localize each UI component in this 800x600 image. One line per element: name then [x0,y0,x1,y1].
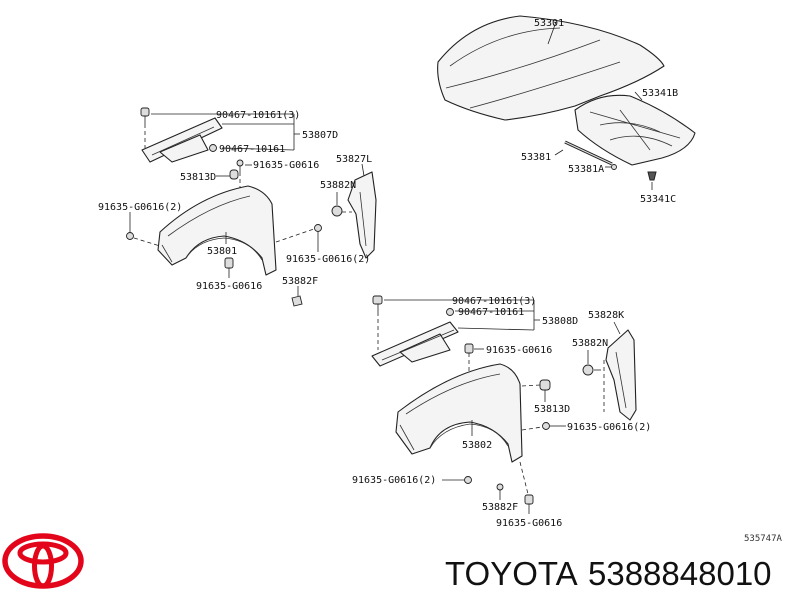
bolts-left-right [314,224,322,252]
clip-right-top [372,295,383,312]
fender-left [157,185,277,276]
fender-seal-right [371,321,459,367]
label-hood-insulator: 53341B [642,88,678,99]
label-clip-right-top: 90467-10161(3) [452,296,536,307]
clip-right-mid [446,308,454,316]
grommet-left [331,205,343,217]
label-bracket-left: 53827L [336,154,372,165]
label-bolt-left-bottom: 91635-G0616 [196,281,262,292]
diagram-reference: 535747A [744,534,783,544]
label-grommet-left: 53882N [320,180,356,191]
label-pad-right: 53882F [482,502,518,513]
label-hood-stay-clip: 53381A [568,164,604,175]
label-bolt-right-top: 91635-G0616 [486,345,552,356]
label-bolts-right-side: 91635-G0616(2) [567,422,651,433]
pad-right [496,483,504,500]
label-bolt-left-top: 91635-G0616 [253,160,319,171]
grommet-right [582,364,594,376]
clip-left-mid [209,144,217,152]
label-bolts-left-right: 91635-G0616(2) [286,254,370,265]
label-clip-left-mid: 90467-10161 [219,144,285,155]
label-seal-left: 53807D [302,130,338,141]
brand-name: TOYOTA [445,555,578,592]
pad-left [291,286,303,307]
label-bolts-left-side: 91635-G0616(2) [98,202,182,213]
bolts-right-side [542,422,550,430]
part-number: 5388848010 [588,555,772,592]
bolts-right-bottom [464,476,472,484]
clip-left-top [140,107,150,124]
bracket-right [605,329,637,421]
hood-stay [564,140,613,166]
label-hood-stay: 53381 [521,152,551,163]
label-pad-left: 53882F [282,276,318,287]
fender-right [395,363,523,463]
toyota-logo-icon [2,533,84,589]
hood-stay-clip [611,164,617,170]
bolts-left-side [126,212,134,240]
bolt-right-bottom [524,494,534,514]
label-clip-right-mid: 90467-10161 [458,307,524,318]
label-seal-right: 53808D [542,316,578,327]
label-grommet-right: 53882N [572,338,608,349]
bracket-left [347,171,377,259]
label-hood: 53301 [534,18,564,29]
label-cushion-right: 53813D [534,404,570,415]
bolt-left-top [236,159,244,172]
label-bracket-right: 53828K [588,310,624,321]
label-cushion-left: 53813D [180,172,216,183]
hood [437,15,665,121]
label-bolt-right-bottom: 91635-G0616 [496,518,562,529]
label-bolts-right-bottom: 91635-G0616(2) [352,475,436,486]
cushion-left [229,169,239,180]
hood-insulator [574,94,696,166]
cushion-right [539,379,551,402]
label-fender-left: 53801 [207,246,237,257]
label-clip-left-top: 90467-10161(3) [216,110,300,121]
bolt-right-top [464,343,474,354]
insulator-clip [647,171,657,190]
bolt-left-bottom [224,257,234,278]
label-insulator-clip: 53341C [640,194,676,205]
label-fender-right: 53802 [462,440,492,451]
fender-seal-left [141,117,223,163]
